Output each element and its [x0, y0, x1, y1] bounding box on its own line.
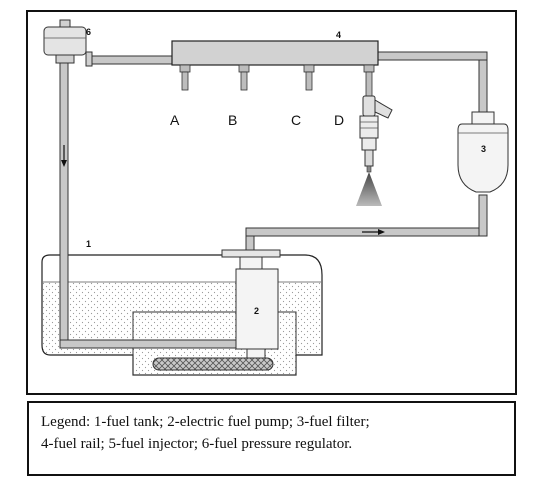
feed-line [245, 194, 488, 269]
label-tank-number: 1 [86, 239, 91, 249]
label-regulator-number: 6 [86, 27, 91, 37]
fuel-filter: 3 [457, 111, 509, 193]
electric-fuel-pump: 2 [152, 249, 281, 371]
fuel-system-diagram: 2 3 4 A B C D [26, 10, 517, 395]
legend-line-1: Legend: 1-fuel tank; 2-electric fuel pum… [41, 414, 370, 430]
legend-box: Legend: 1-fuel tank; 2-electric fuel pum… [27, 401, 516, 476]
port-label-b: B [228, 112, 237, 128]
legend-line-2: 4-fuel rail; 5-fuel injector; 6-fuel pre… [41, 436, 353, 452]
fuel-injector [356, 95, 393, 206]
fuel-spray-icon [356, 172, 382, 206]
fuel-pressure-regulator: 6 [43, 19, 93, 67]
fuel-rail: 4 [87, 30, 379, 97]
label-rail-number: 4 [336, 30, 341, 40]
pump-strainer [152, 357, 274, 371]
port-label-c: C [291, 112, 301, 128]
label-filter-number: 3 [481, 144, 486, 154]
label-pump-number: 2 [254, 306, 259, 316]
port-label-d: D [334, 112, 344, 128]
port-label-a: A [170, 112, 180, 128]
